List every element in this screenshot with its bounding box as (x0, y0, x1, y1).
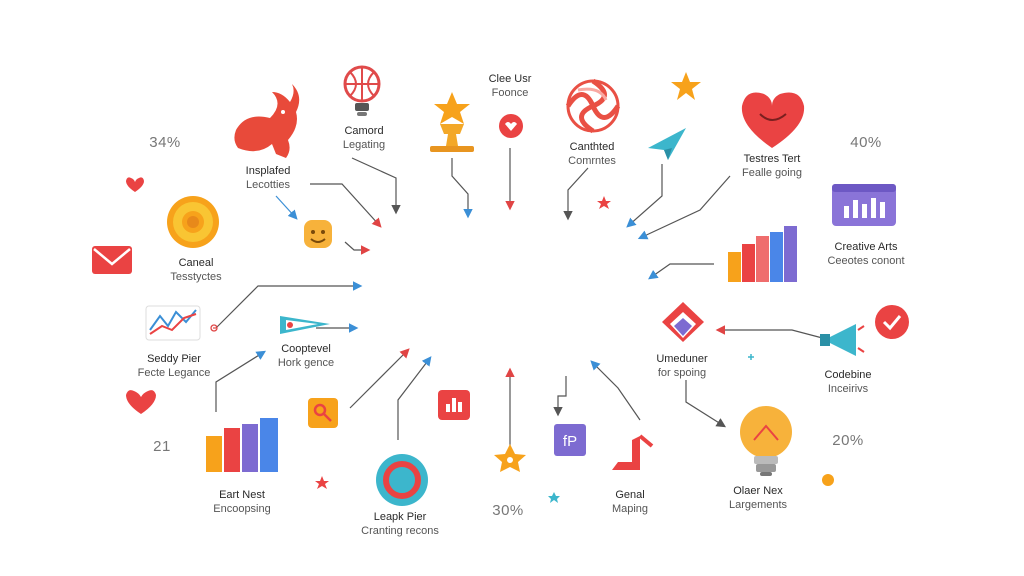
paper-plane-icon (648, 128, 686, 160)
music-note-icon (612, 434, 654, 470)
sun-badge-icon (167, 196, 219, 248)
check-badge-icon (875, 305, 909, 339)
fp-square-icon: fP (554, 424, 586, 456)
tiny-star-red-icon-2 (315, 476, 329, 489)
lightbulb-icon (740, 406, 792, 476)
tape-banner-icon (280, 316, 330, 334)
globe-lightbulb-icon (343, 65, 381, 116)
arrow-plane (626, 164, 663, 228)
tiny-star-red-icon (597, 196, 611, 209)
connector-node-dot (210, 324, 218, 332)
arrow-search (349, 348, 410, 409)
arrow-inplafed-2 (275, 195, 298, 220)
purple-bar-chart-icon (832, 184, 896, 226)
arrow-canthted (563, 167, 589, 221)
smiley-face-icon (304, 220, 332, 248)
stats-square-icon (438, 390, 470, 420)
megaphone-icon (820, 324, 865, 356)
line-chart-icon (145, 305, 201, 341)
arrow-face (344, 241, 371, 255)
bar-chart-left-icon (206, 418, 278, 472)
star-icon (671, 72, 701, 100)
arrow-megaphone (715, 325, 831, 341)
tiny-star-blue-icon (548, 492, 560, 503)
stat-percent-30: 30% (492, 502, 524, 519)
small-dot-icon (822, 474, 834, 486)
arrow-fp (553, 376, 567, 417)
donut-ring-icon (376, 454, 428, 506)
stat-percent-21: 21 (153, 438, 171, 455)
plus-small-icon (748, 354, 754, 360)
trophy-star-icon (430, 92, 474, 152)
arrow-inplafed-1 (310, 183, 382, 228)
heart-badge-icon (499, 114, 523, 138)
envelope-icon (92, 246, 132, 274)
arrow-trophy (451, 158, 473, 219)
candy-swirl-icon (565, 78, 621, 134)
stat-percent-40: 40% (850, 134, 882, 151)
arrow-music (590, 360, 641, 421)
arrow-mid-left (397, 356, 432, 440)
stat-percent-34: 34% (149, 134, 181, 151)
star-center-icon (494, 444, 526, 472)
stat-percent-20: 20% (832, 432, 864, 449)
arrow-linechart (215, 281, 363, 329)
layered-diamond-icon (662, 302, 704, 342)
magnifier-icon (308, 398, 338, 428)
connector-arrows (213, 148, 831, 446)
arrow-sedd-up (215, 350, 267, 412)
dragon-icon (234, 84, 300, 158)
heart-small-icon (126, 177, 144, 192)
arrow-bars (648, 263, 714, 280)
heart-icon (741, 92, 805, 148)
arrow-umeduner (685, 380, 727, 428)
arrow-camord (351, 157, 401, 215)
svg-text:fP: fP (563, 433, 577, 450)
bar-chart-icon (728, 226, 797, 282)
arrow-testres (637, 175, 731, 240)
heart-lower-icon (126, 390, 156, 414)
